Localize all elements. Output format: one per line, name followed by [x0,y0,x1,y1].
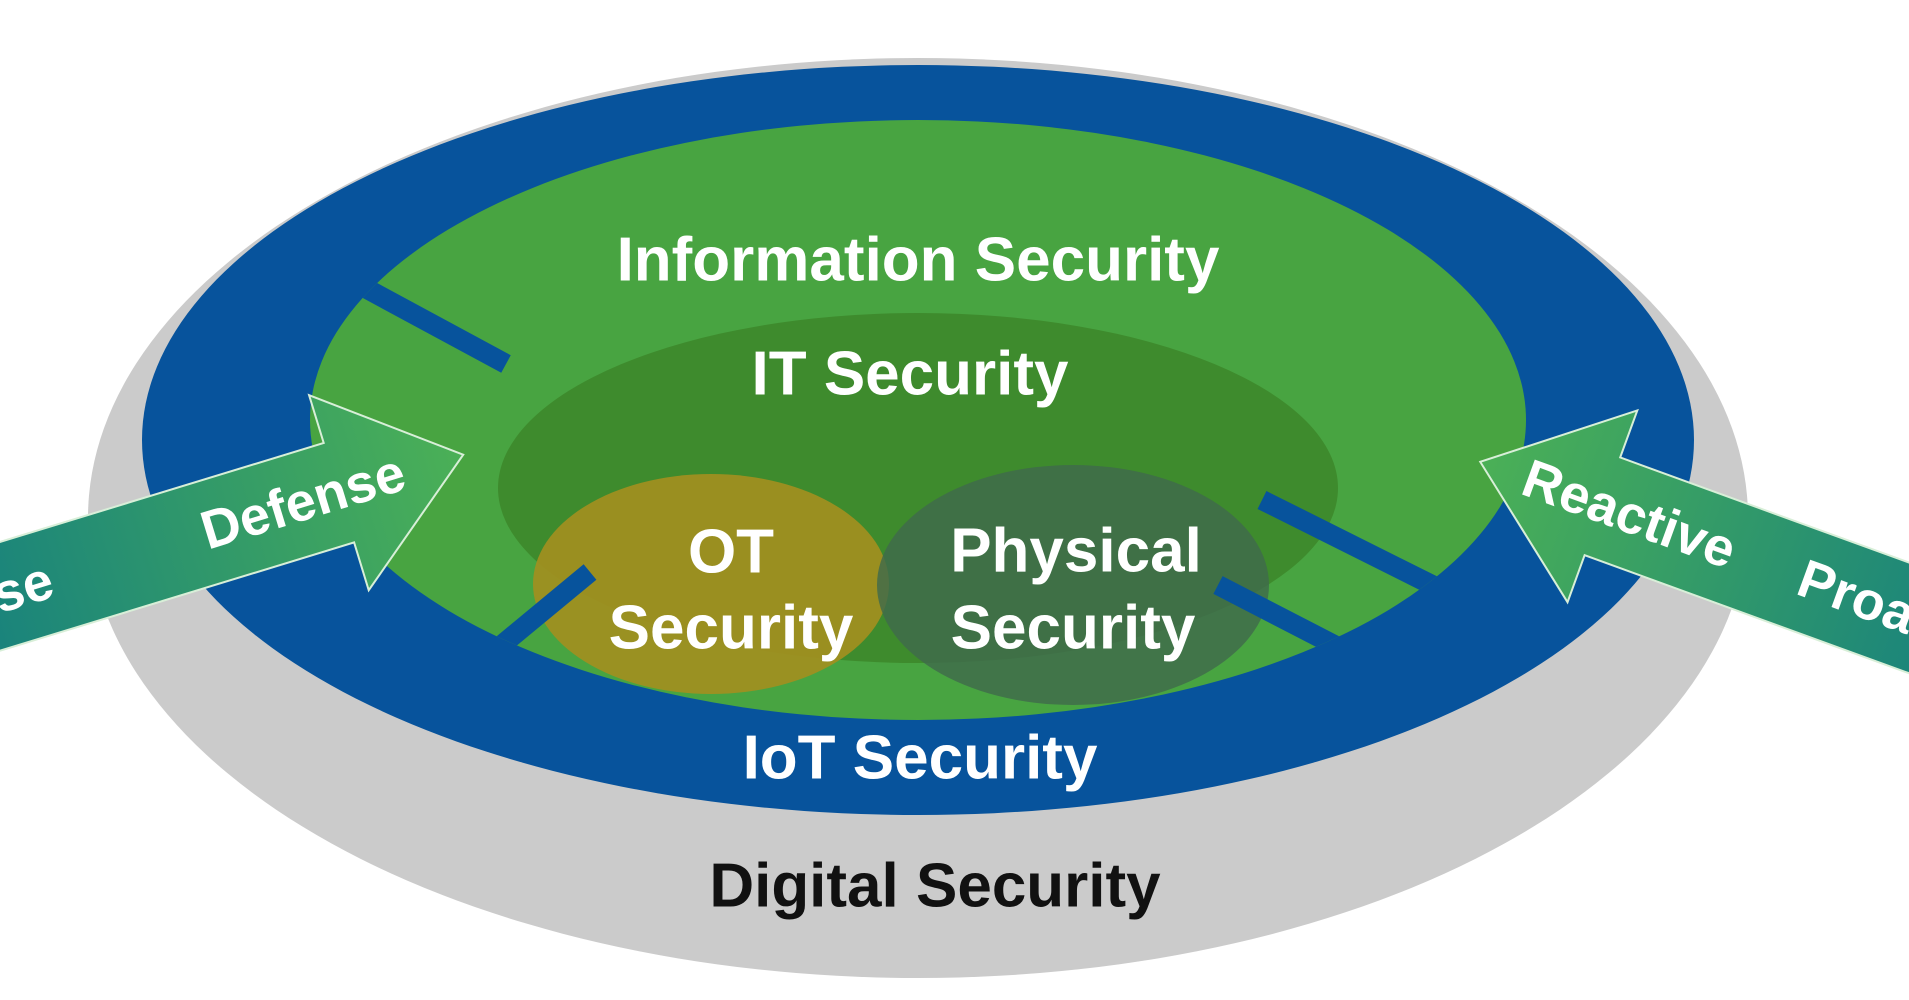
physical-security-label-line1: Physical [950,516,1202,585]
information-security-label: Information Security [617,225,1220,294]
ot-security-label-line2: Security [609,593,854,662]
reactive-arrow-shape [1478,408,1909,721]
ot-security-label-line1: OT [688,517,774,586]
it-security-label: IT Security [752,339,1070,408]
physical-security-label-line2: Security [951,593,1196,662]
digital-security-label: Digital Security [709,851,1161,920]
defense-arrow: se Defense [0,393,465,685]
ot-security-area [533,474,889,694]
separator-bar [1257,491,1455,603]
physical-security-area [877,465,1269,705]
iot-security-label: IoT Security [743,723,1098,792]
reactive-arrow: Reactive Proa [1478,408,1909,721]
separator-bar [1213,576,1345,657]
defense-arrow-shape [0,393,465,685]
